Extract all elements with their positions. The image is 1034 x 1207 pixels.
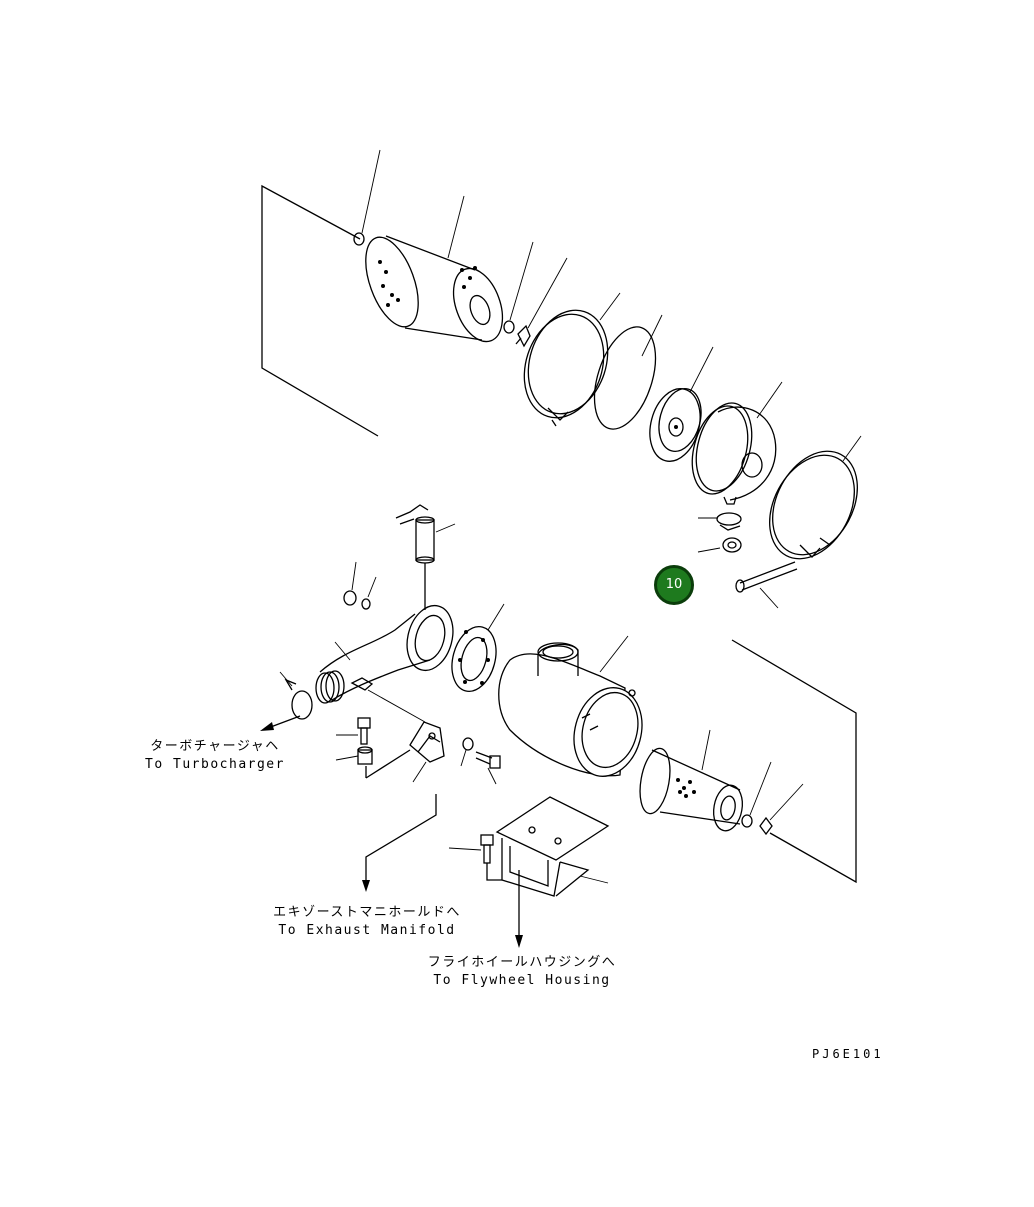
safety-element: [639, 747, 744, 832]
hose-clip: [716, 512, 742, 531]
nipple-fitting: [722, 537, 742, 553]
leader-flange-gasket: [487, 603, 505, 631]
label-to-exhaust-manifold: エキゾーストマニホールドへ To Exhaust Manifold: [262, 904, 472, 940]
turbo-arrow-line: [267, 715, 301, 729]
leader-evacuator-cap: [689, 346, 714, 393]
bolt-bracket-link: [486, 863, 502, 881]
flywheel-arrow-head: [515, 935, 523, 948]
hose-clamp-left: [284, 678, 313, 720]
leader-gasket-ring: [641, 314, 663, 357]
leader-cover: [756, 381, 783, 419]
spacer-left: [357, 746, 373, 765]
lower-bracket-outline: [731, 639, 857, 884]
leader-wing-nut: [527, 257, 568, 329]
o-ring-small: [353, 232, 365, 246]
leader-indicator: [435, 523, 456, 533]
leader-bolt-bracket: [448, 847, 482, 851]
leader-nipple: [697, 547, 721, 553]
label-flywheel-en: To Flywheel Housing: [433, 973, 611, 988]
leader-clamp-1: [599, 292, 621, 321]
turbo-arrow-head: [260, 722, 274, 731]
link-line-1: [365, 749, 411, 779]
label-to-turbocharger: ターボチャージャヘ To Turbocharger: [145, 738, 285, 774]
flange-gasket: [451, 626, 497, 692]
washer-left: [361, 598, 371, 610]
leader-nut-left: [351, 561, 357, 591]
leader-hose-clamp-left: [279, 671, 293, 687]
label-manifold-en: To Exhaust Manifold: [278, 923, 456, 938]
leader-clamp-bolt: [759, 587, 779, 609]
wing-nut-upper: [515, 324, 531, 348]
elbow-pipe: [315, 604, 454, 704]
leader-safety-element: [701, 729, 711, 771]
mounting-bracket: [495, 796, 610, 897]
leader-outer-filter: [447, 195, 465, 259]
leader-wing-nut-lower: [769, 783, 804, 821]
support-bracket: [409, 721, 445, 763]
bolt-left: [357, 717, 371, 745]
link-line-2: [367, 689, 426, 723]
drawing-code: PJ6E101: [812, 1047, 884, 1061]
leader-clamp-2: [842, 435, 862, 462]
leader-washer: [509, 241, 534, 321]
clamp-bolt: [735, 561, 798, 593]
clamp-band-1: [523, 309, 609, 427]
air-cleaner-cover: [691, 402, 777, 505]
manifold-arrow-head: [362, 880, 370, 892]
clamp-band-2: [769, 450, 858, 560]
label-turbo-jp: ターボチャージャヘ: [150, 739, 280, 754]
washer-upper: [503, 320, 515, 334]
leader-spacer-left: [335, 755, 359, 761]
evacuator-cap: [649, 388, 702, 462]
nut-left: [343, 590, 357, 606]
manifold-arrow-line: [365, 794, 437, 880]
leader-washer-mid: [460, 749, 467, 767]
gasket-ring: [593, 326, 657, 430]
leader-mounting-bracket: [579, 875, 609, 884]
dust-indicator: [395, 504, 435, 610]
upper-bracket-outline: [261, 184, 379, 437]
bolt-bracket: [480, 834, 494, 864]
label-flywheel-jp: フライホイールハウジングへ: [427, 955, 617, 970]
leader-support-bracket: [412, 761, 427, 783]
wing-nut-lower: [759, 816, 773, 836]
bolt-mid: [475, 751, 501, 769]
washer-mid: [462, 737, 474, 751]
label-to-flywheel-housing: フライホイールハウジングへ To Flywheel Housing: [422, 954, 622, 990]
leader-o-ring: [361, 149, 381, 234]
outer-filter-element: [365, 235, 504, 343]
leader-washer-left: [367, 576, 377, 598]
label-manifold-jp: エキゾーストマニホールドへ: [273, 905, 461, 920]
leader-elbow: [334, 641, 351, 661]
leader-washer-lower: [749, 761, 772, 816]
washer-lower: [741, 814, 753, 828]
part-number-marker[interactable]: 10: [654, 565, 694, 605]
label-turbo-en: To Turbocharger: [145, 757, 285, 772]
air-cleaner-body: [498, 642, 643, 777]
leader-bolt-mid: [487, 767, 497, 785]
leader-body: [599, 635, 629, 673]
